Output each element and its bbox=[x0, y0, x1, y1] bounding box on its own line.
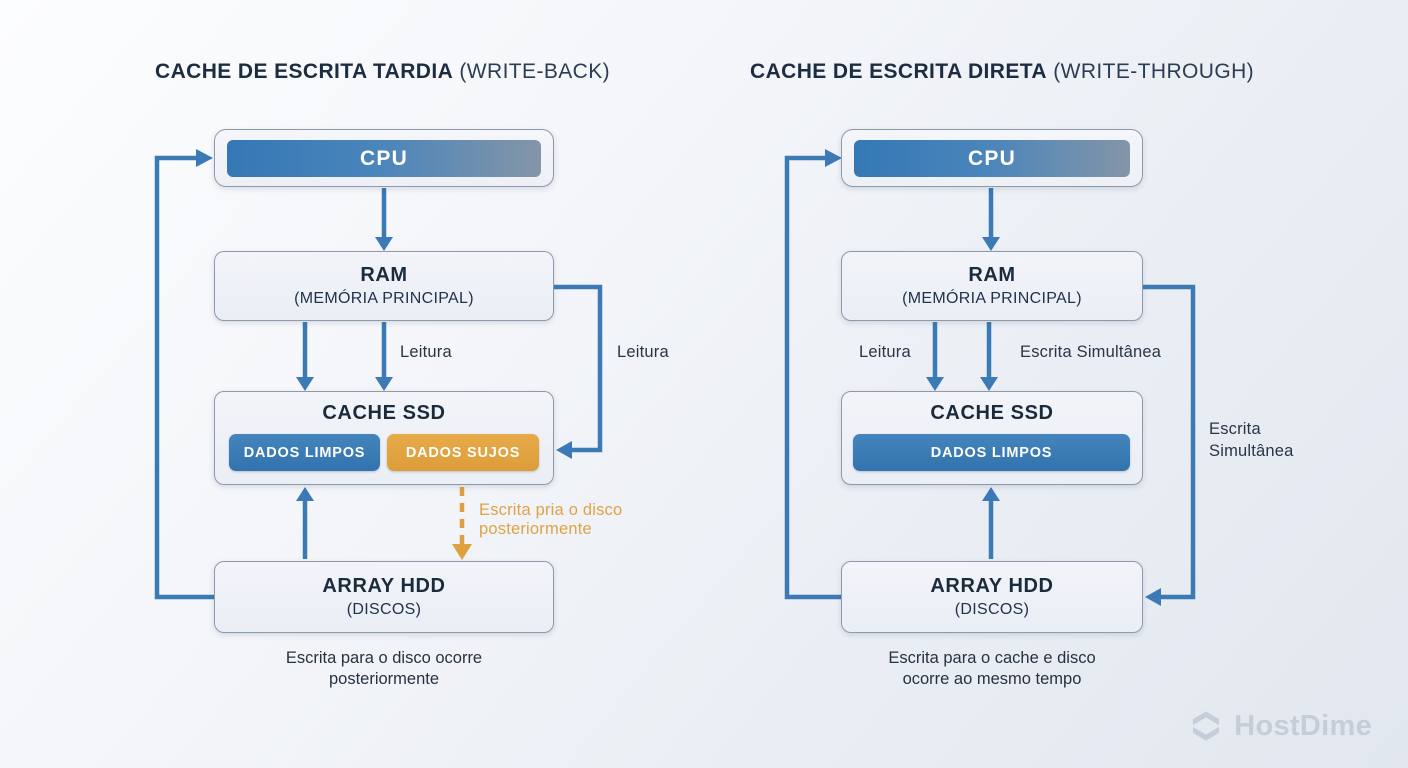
blue-arrow-lines bbox=[154, 155, 1196, 600]
write-through-caption-line2: ocorre ao mesmo tempo bbox=[902, 670, 1082, 689]
write-later-label: Escrita pria o disco posteriormente bbox=[479, 501, 622, 540]
escrita-simultanea-side-line2: Simultânea bbox=[1209, 442, 1294, 461]
write-through-title: CACHE DE ESCRITA DIRETA (WRITE-THROUGH) bbox=[750, 60, 1254, 84]
arrow-line-ram-loop-to-hdd-right bbox=[1143, 284, 1196, 600]
arrowhead-cpu-to-ram-left bbox=[375, 237, 393, 251]
arrow-line-disk-to-cpu-right bbox=[784, 155, 841, 600]
hdd-subtitle-left: (DISCOS) bbox=[346, 601, 422, 618]
escrita-simultanea-label-top: Escrita Simultânea bbox=[1020, 343, 1162, 361]
cache-title-left: CACHE SSD bbox=[322, 402, 446, 424]
arrowhead-hdd-to-cache-left bbox=[296, 487, 314, 501]
clean-data-pill-left: DADOS LIMPOS bbox=[229, 434, 380, 471]
write-back-caption-line2: posteriormente bbox=[328, 670, 440, 689]
arrowhead-hdd-to-cache-right bbox=[982, 487, 1000, 501]
write-through-title-light: (WRITE-THROUGH) bbox=[1047, 60, 1255, 83]
escrita-simultanea-label-side: Escrita Simultânea bbox=[1209, 418, 1294, 463]
write-back-title-bold: CACHE DE ESCRITA TARDIA bbox=[155, 60, 454, 83]
hostdime-logo-text: HostDime bbox=[1234, 709, 1372, 742]
hdd-box-right: ARRAY HDD (DISCOS) bbox=[841, 561, 1143, 633]
arrowhead-into-cpu-right bbox=[825, 149, 842, 167]
leitura-label-outer-left: Leitura bbox=[617, 343, 669, 361]
cpu-bar-left: CPU bbox=[227, 140, 541, 177]
ram-title-left: RAM bbox=[360, 264, 408, 286]
arrow-line-ram-loop-to-cache-left bbox=[554, 284, 603, 453]
ram-box-right: RAM (MEMÓRIA PRINCIPAL) bbox=[841, 251, 1143, 321]
leitura-label-right: Leitura bbox=[859, 343, 911, 361]
arrowhead-ram-to-cache-a-right bbox=[926, 377, 944, 391]
arrowhead-ram-to-cache-b-left bbox=[375, 377, 393, 391]
clean-data-pill-right: DADOS LIMPOS bbox=[853, 434, 1130, 471]
arrowhead-loop-to-cache-left bbox=[556, 441, 572, 459]
arrowhead-dirty-to-hdd bbox=[452, 544, 472, 560]
write-back-caption-line1: Escrita para o disco ocorre bbox=[285, 649, 483, 667]
arrowhead-into-cpu-left bbox=[196, 149, 213, 167]
ram-box-left: RAM (MEMÓRIA PRINCIPAL) bbox=[214, 251, 554, 321]
cpu-bar-right: CPU bbox=[854, 140, 1130, 177]
hdd-title-right: ARRAY HDD bbox=[930, 575, 1054, 597]
ram-title-right: RAM bbox=[968, 264, 1016, 286]
write-later-label-line2: posteriormente bbox=[479, 520, 592, 539]
hostdime-logo: HostDime bbox=[1187, 708, 1372, 744]
arrow-line-disk-to-cpu-left bbox=[154, 155, 214, 600]
hostdime-hexagon-icon bbox=[1193, 711, 1220, 741]
write-through-caption-line1: Escrita para o cache e disco bbox=[888, 649, 1096, 667]
write-back-title: CACHE DE ESCRITA TARDIA (WRITE-BACK) bbox=[155, 60, 610, 84]
arrowhead-ram-to-cache-b-right bbox=[980, 377, 998, 391]
cache-title-right: CACHE SSD bbox=[930, 402, 1054, 424]
hdd-title-left: ARRAY HDD bbox=[322, 575, 446, 597]
ram-subtitle-right: (MEMÓRIA PRINCIPAL) bbox=[902, 290, 1082, 307]
arrowhead-ram-to-cache-a-left bbox=[296, 377, 314, 391]
orange-dashed-arrow bbox=[452, 487, 472, 560]
ram-subtitle-left: (MEMÓRIA PRINCIPAL) bbox=[294, 290, 474, 307]
write-through-caption: Escrita para o cache e disco ocorre ao m… bbox=[841, 648, 1143, 691]
arrowhead-loop-to-hdd-right bbox=[1145, 588, 1161, 606]
dirty-data-pill: DADOS SUJOS bbox=[387, 434, 539, 471]
write-later-label-line1: Escrita pria o disco bbox=[479, 501, 623, 519]
escrita-simultanea-side-line1: Escrita bbox=[1209, 420, 1261, 438]
hdd-subtitle-right: (DISCOS) bbox=[954, 601, 1030, 618]
blue-arrow-heads bbox=[196, 149, 1161, 606]
leitura-label-inner-left: Leitura bbox=[400, 343, 452, 361]
write-through-title-bold: CACHE DE ESCRITA DIRETA bbox=[750, 60, 1047, 83]
write-back-title-light: (WRITE-BACK) bbox=[453, 60, 611, 83]
hdd-box-left: ARRAY HDD (DISCOS) bbox=[214, 561, 554, 633]
arrowhead-cpu-to-ram-right bbox=[982, 237, 1000, 251]
write-back-caption: Escrita para o disco ocorre posteriormen… bbox=[214, 648, 554, 691]
